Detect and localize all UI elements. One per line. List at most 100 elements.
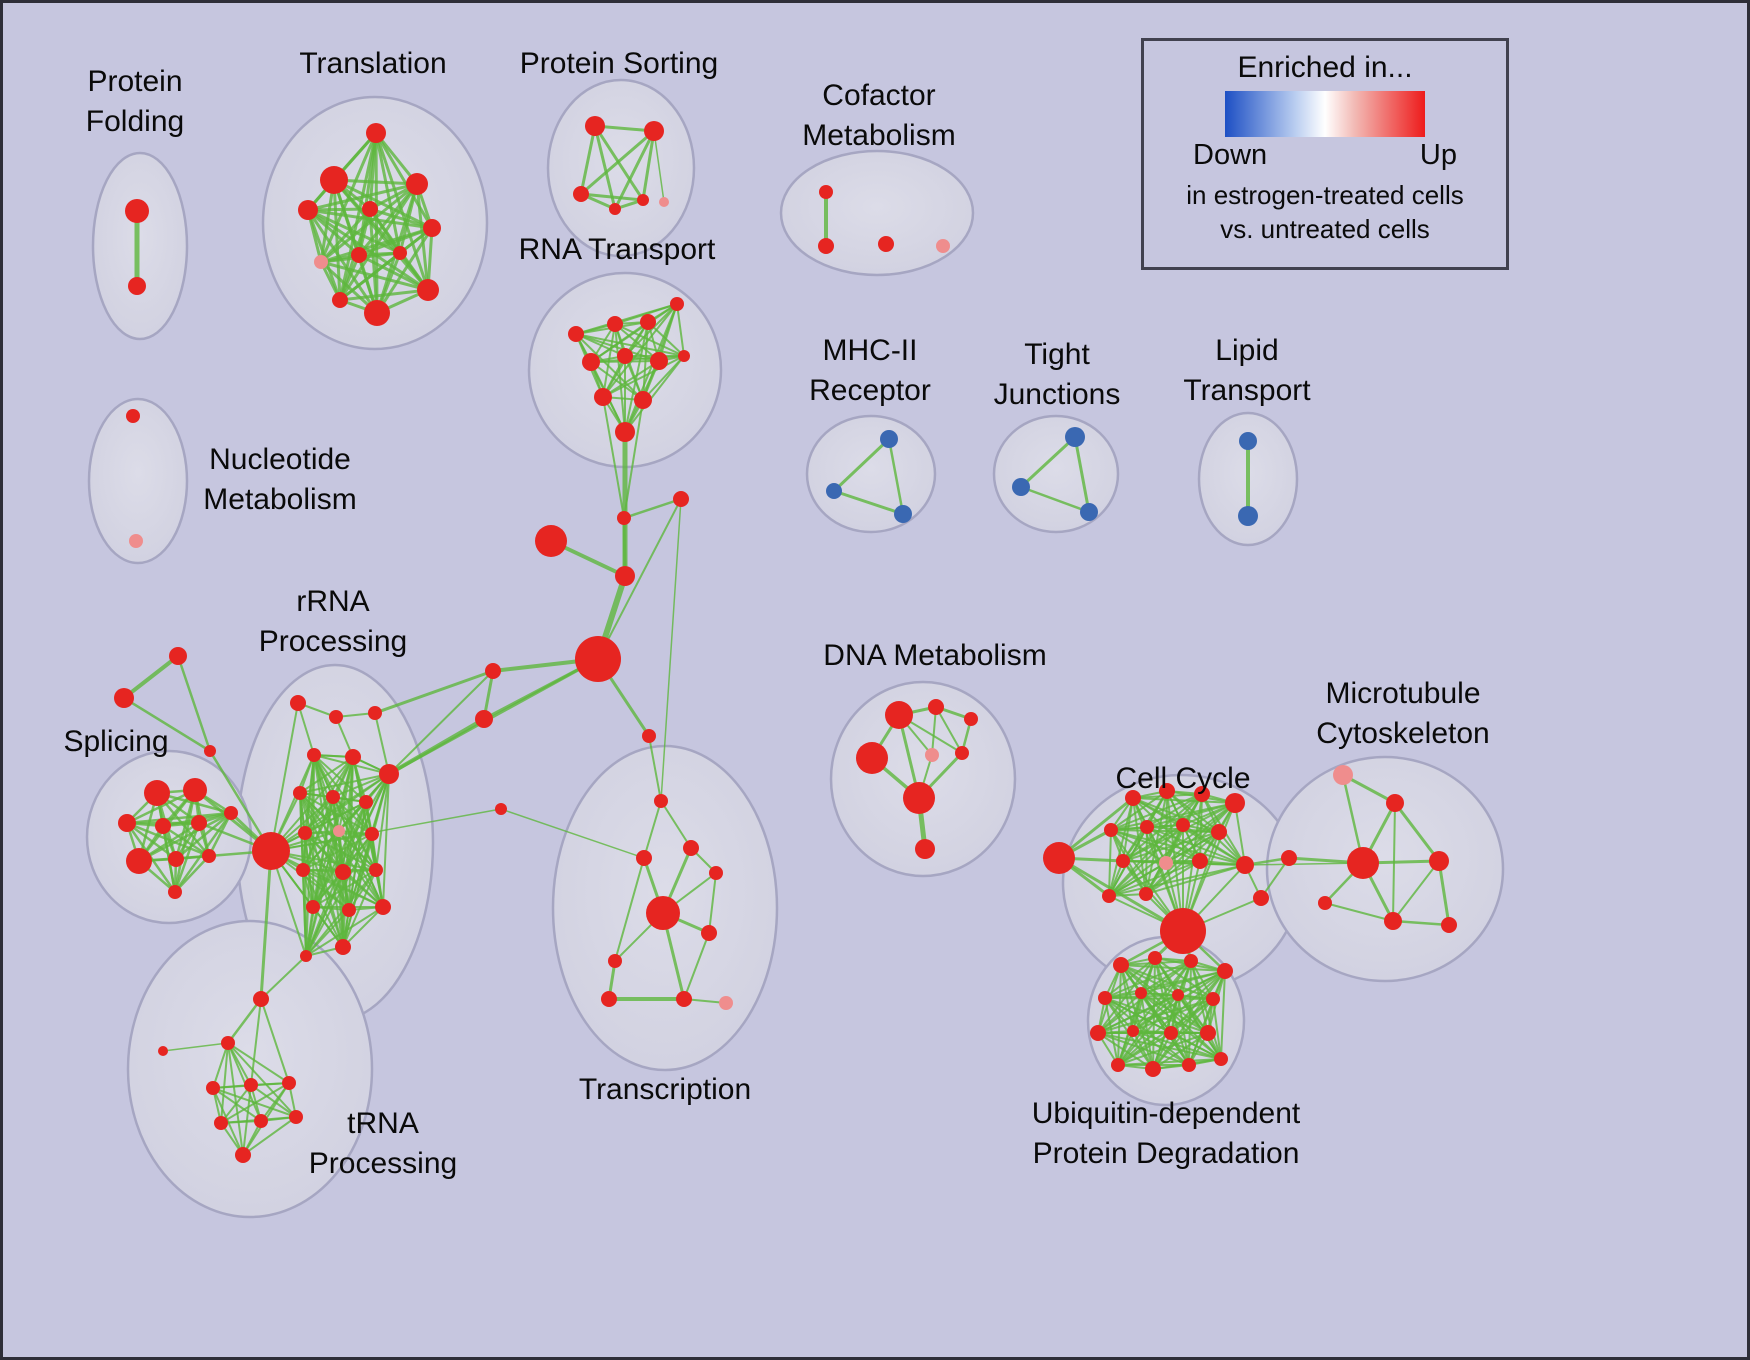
cluster-cofactor-metabolism-ellipse xyxy=(779,149,975,277)
edge xyxy=(579,124,597,196)
node-mc3 xyxy=(1281,850,1297,866)
node-tn9 xyxy=(289,1110,303,1124)
edge xyxy=(1170,1032,1222,1060)
edge xyxy=(602,355,685,398)
node-rr14 xyxy=(335,864,351,880)
node-ps4 xyxy=(609,203,621,215)
node-cc16 xyxy=(1253,890,1269,906)
node-tc8 xyxy=(608,954,622,968)
edge xyxy=(342,833,373,948)
node-rr7 xyxy=(293,786,307,800)
node-sp10 xyxy=(168,885,182,899)
edge xyxy=(357,182,419,257)
node-cc14 xyxy=(1102,889,1116,903)
edge xyxy=(306,208,430,292)
node-tn5 xyxy=(244,1078,258,1092)
node-rr8 xyxy=(326,790,340,804)
edge xyxy=(683,932,710,1000)
edge xyxy=(622,497,683,520)
edge xyxy=(174,811,233,861)
edge xyxy=(1104,997,1214,1000)
edge xyxy=(137,811,233,863)
edge xyxy=(259,849,273,1001)
node-rr15 xyxy=(369,863,383,877)
node-hb2 xyxy=(617,511,631,525)
edge xyxy=(375,226,434,315)
node-cc1 xyxy=(1043,842,1075,874)
node-tr8 xyxy=(351,247,367,263)
edge xyxy=(1108,864,1246,897)
edge xyxy=(1110,790,1168,831)
edge xyxy=(299,756,354,794)
node-rr11 xyxy=(333,825,345,837)
node-hb1 xyxy=(673,491,689,507)
edge xyxy=(357,226,434,257)
edge xyxy=(125,811,233,825)
node-tn3 xyxy=(158,1046,168,1056)
edge xyxy=(1097,998,1214,1034)
edge xyxy=(1108,860,1201,897)
edge xyxy=(1019,485,1091,514)
edge xyxy=(270,808,502,852)
edge xyxy=(1392,860,1440,922)
edge xyxy=(614,323,660,362)
cluster-trna-processing-ellipse xyxy=(126,919,374,1219)
node-tc7 xyxy=(701,925,717,941)
edge xyxy=(1140,992,1190,1066)
node-ps5 xyxy=(637,194,649,206)
node-mh2 xyxy=(826,483,842,499)
node-dm2 xyxy=(928,699,944,715)
node-lt1 xyxy=(1239,432,1257,450)
edge xyxy=(382,773,390,908)
edge xyxy=(500,808,645,859)
edge xyxy=(220,1084,252,1124)
node-mc8 xyxy=(1441,917,1457,933)
edge xyxy=(1019,435,1077,489)
edge xyxy=(373,669,495,715)
node-cc3 xyxy=(1159,783,1175,799)
edge xyxy=(623,399,644,519)
edge xyxy=(305,906,314,957)
edge xyxy=(1145,864,1246,895)
node-sp1 xyxy=(144,780,170,806)
edge xyxy=(832,437,891,493)
legend-description: in estrogen-treated cells vs. untreated … xyxy=(1186,178,1463,247)
edge xyxy=(1117,1032,1209,1066)
edge xyxy=(270,702,299,852)
node-ub3 xyxy=(1184,954,1198,968)
node-sp9 xyxy=(202,849,216,863)
node-nm1 xyxy=(126,409,140,423)
edge xyxy=(374,131,430,292)
cluster-protein-sorting-label: Protein Sorting xyxy=(520,47,718,80)
node-ub13 xyxy=(1111,1058,1125,1072)
edge xyxy=(575,333,685,357)
node-rr17 xyxy=(342,903,356,917)
edge xyxy=(1097,994,1179,1034)
edge xyxy=(614,303,678,325)
node-ub9 xyxy=(1090,1025,1106,1041)
edge xyxy=(312,906,344,948)
node-tc5 xyxy=(646,896,680,930)
node-ab2 xyxy=(114,688,134,708)
node-ub15 xyxy=(1182,1058,1196,1072)
cluster-microtubule-cytoskeleton-ellipse xyxy=(1265,755,1505,983)
edge xyxy=(614,323,626,433)
edge xyxy=(1110,802,1236,831)
edge xyxy=(614,857,645,962)
edge xyxy=(1146,802,1236,828)
edge xyxy=(305,833,373,957)
edge xyxy=(643,800,662,859)
node-sp7 xyxy=(126,848,152,874)
node-tc11 xyxy=(719,996,733,1010)
edge xyxy=(176,654,212,753)
node-tr11 xyxy=(364,300,390,326)
node-hb6 xyxy=(485,663,501,679)
node-rr6 xyxy=(379,764,399,784)
node-rr9 xyxy=(359,795,373,809)
edge xyxy=(208,749,273,853)
edge xyxy=(305,871,344,957)
